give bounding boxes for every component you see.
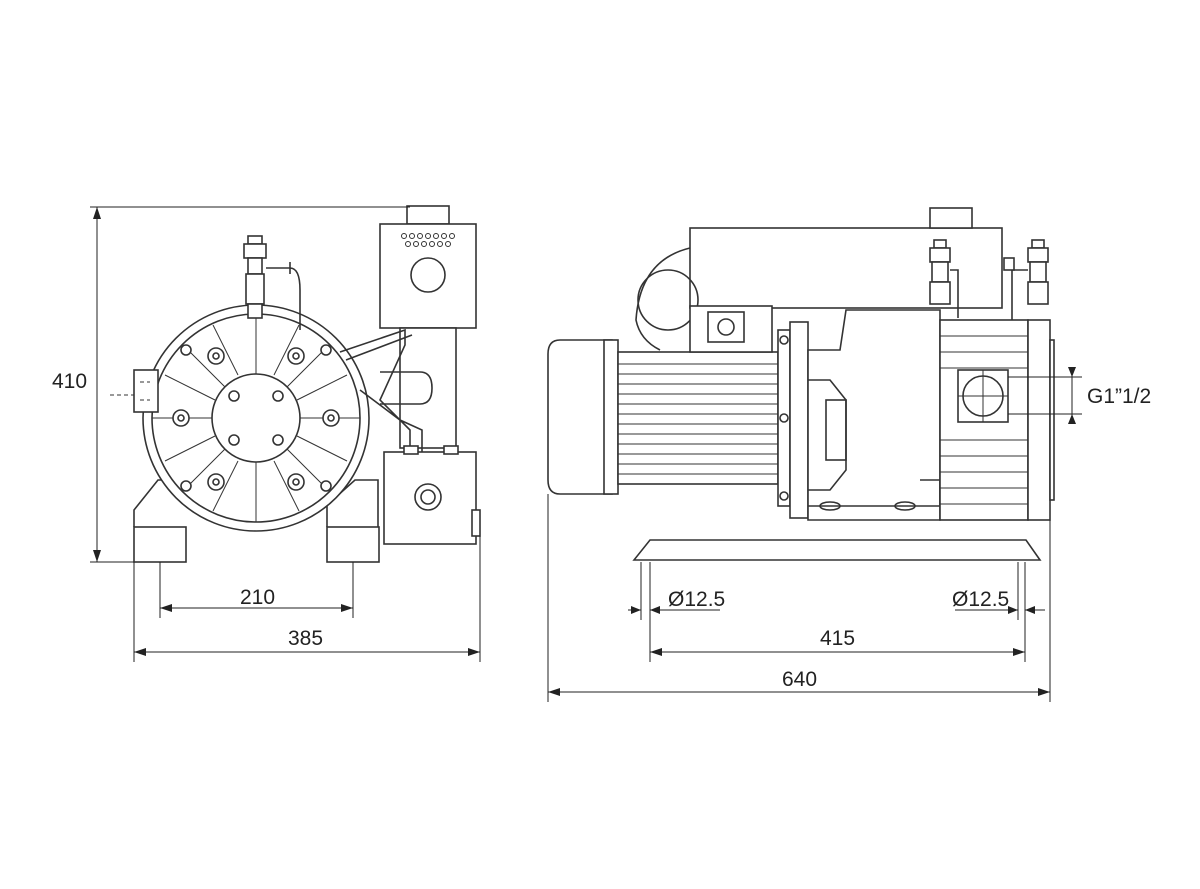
side-base-plate — [632, 539, 1042, 561]
dim-front-mount-210: 210 — [240, 586, 275, 609]
front-left-foot — [133, 526, 187, 563]
side-terminal-box — [689, 305, 773, 353]
dim-height-410: 410 — [52, 370, 87, 393]
dim-hole-right: Ø12.5 — [952, 588, 1009, 611]
side-motor-fins — [618, 363, 778, 475]
front-right-foot — [326, 526, 380, 563]
dim-side-length-640: 640 — [782, 668, 817, 691]
dim-side-mount-415: 415 — [820, 627, 855, 650]
side-coupling-housing — [807, 309, 941, 521]
front-pipes — [339, 328, 423, 455]
front-valve — [243, 235, 301, 330]
dimension-lines — [90, 206, 1082, 702]
side-flange — [789, 321, 809, 519]
front-side-port — [133, 369, 159, 413]
side-motor-cap — [547, 339, 613, 495]
dim-front-width-385: 385 — [288, 627, 323, 650]
dim-hole-left: Ø12.5 — [668, 588, 725, 611]
front-bolts — [172, 344, 340, 492]
side-view — [547, 207, 1055, 561]
front-hub — [211, 373, 301, 463]
side-tank — [689, 227, 1003, 309]
front-view — [110, 205, 481, 563]
dim-port-thread: G1”1/2 — [1087, 385, 1151, 408]
front-reservoir — [379, 205, 477, 449]
side-valves — [929, 239, 1049, 320]
front-lower-box — [383, 445, 481, 545]
